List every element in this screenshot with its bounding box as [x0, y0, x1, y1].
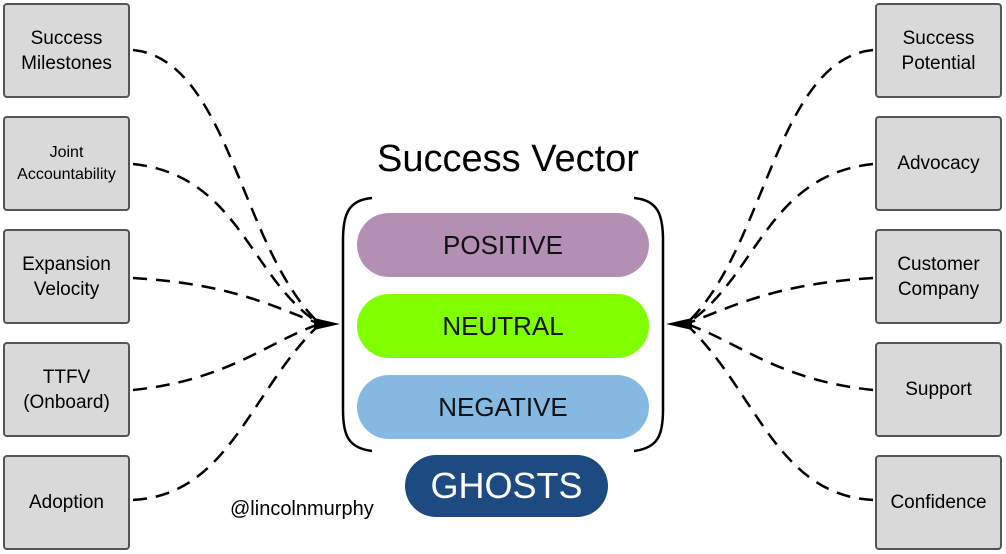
- box-advocacy: Advocacy: [875, 116, 1002, 211]
- negative-pill: NEGATIVE: [357, 375, 649, 439]
- connector-success-milestones: [132, 48, 321, 325]
- left-arrowhead: [314, 318, 340, 330]
- left-bracket: [341, 196, 373, 453]
- box-support: Support: [875, 342, 1002, 437]
- connector-advocacy: [685, 162, 874, 326]
- box-confidence: Confidence: [875, 455, 1002, 550]
- connector-success-potential: [685, 48, 874, 325]
- box-customer-company: Customer Company: [875, 229, 1002, 324]
- right-arrowhead: [666, 318, 692, 330]
- positive-pill: POSITIVE: [357, 213, 649, 277]
- connector-joint-accountability: [132, 162, 321, 326]
- box-success-milestones: Success Milestones: [3, 3, 130, 98]
- box-adoption: Adoption: [3, 455, 130, 550]
- box-expansion-velocity: Expansion Velocity: [3, 229, 130, 324]
- author-handle: @lincolnmurphy: [230, 498, 374, 520]
- box-joint-accountability: Joint Accountability: [3, 116, 130, 211]
- connector-confidence: [685, 323, 874, 502]
- connector-ttfv: [132, 322, 321, 392]
- connector-expansion-velocity: [132, 276, 321, 326]
- neutral-pill: NEUTRAL: [357, 294, 649, 358]
- box-ttfv-onboard: TTFV (Onboard): [3, 342, 130, 437]
- right-bracket: [633, 196, 665, 453]
- box-success-potential: Success Potential: [875, 3, 1002, 98]
- connector-customer-company: [685, 276, 874, 326]
- ghosts-pill: GHOSTS: [405, 455, 608, 517]
- connector-support: [685, 322, 874, 392]
- connector-adoption: [132, 323, 321, 502]
- diagram-title: Success Vector: [377, 138, 639, 180]
